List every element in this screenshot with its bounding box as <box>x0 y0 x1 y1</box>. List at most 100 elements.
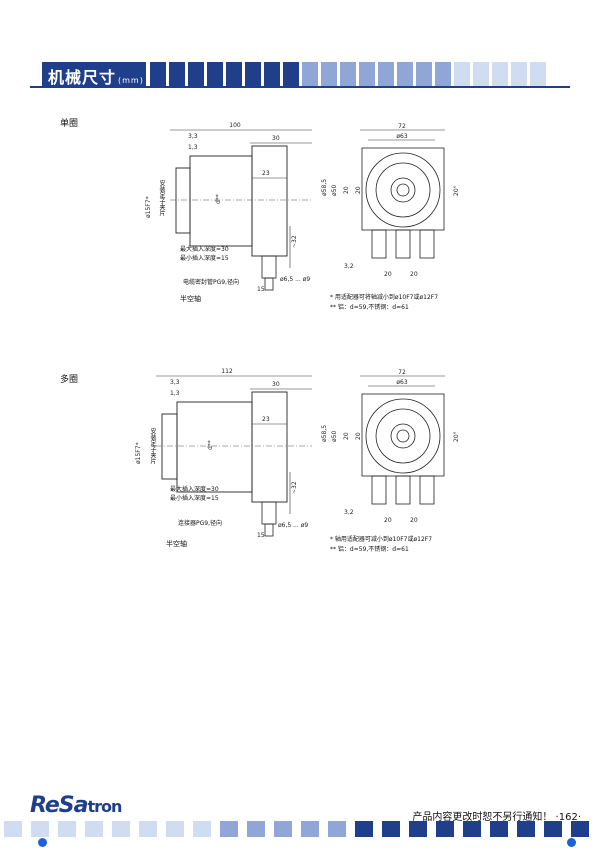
cable-label-multi: 连接器PG9,径向 <box>178 520 222 527</box>
dim-bottom-15-m: 15 <box>257 532 265 539</box>
header-block <box>511 62 527 86</box>
footer-dot-left <box>38 838 47 847</box>
header-block <box>302 62 318 86</box>
front-32-multi: 3,2 <box>344 509 354 516</box>
logo-tail: tron <box>87 797 122 816</box>
front-32-single: 3,2 <box>344 263 354 270</box>
footer-block <box>166 821 184 837</box>
footer-block <box>409 821 427 837</box>
page-number: ·162· <box>555 812 581 823</box>
front-h1-multi: ø58,5 <box>321 425 328 442</box>
header-band <box>42 62 146 86</box>
header-block <box>397 62 413 86</box>
footer-block <box>58 821 76 837</box>
section-label-multi: 多圈 <box>60 375 79 385</box>
brand-logo: ReSatron <box>30 793 122 818</box>
front-width-multi: 72 <box>398 369 406 376</box>
front-20c-multi: 20 <box>384 517 392 524</box>
dim-left-offset-2-m: 1,3 <box>170 390 180 397</box>
footer-block <box>490 821 508 837</box>
header-block <box>340 62 356 86</box>
footer-block <box>301 821 319 837</box>
dim-total-length-m: 112 <box>221 368 233 375</box>
front-dia-single: ø63 <box>396 133 407 140</box>
footer-block <box>193 821 211 837</box>
header-block <box>416 62 432 86</box>
header-block <box>226 62 242 86</box>
header-block <box>245 62 261 86</box>
footer-block <box>247 821 265 837</box>
front-dia-multi: ø63 <box>396 379 407 386</box>
header-block <box>264 62 280 86</box>
dim-shaft-dia: ø15F7* <box>145 196 152 218</box>
header-block <box>492 62 508 86</box>
header-block <box>454 62 470 86</box>
dim-bottom-65-m: ø6,5 ... ø9 <box>278 522 308 529</box>
footer-block <box>139 821 157 837</box>
side-label-multi: 安装定子夹片 <box>149 428 156 464</box>
footer-block <box>274 821 292 837</box>
footer-dot-right <box>567 838 576 847</box>
front-h1-single: ø58,5 <box>321 179 328 196</box>
dim-middle: 23 <box>262 170 270 177</box>
footer-block <box>382 821 400 837</box>
dim-middle-m: 23 <box>262 416 270 423</box>
depth-min-single: 最小插入深度=15 <box>180 255 229 262</box>
multi-side-drawing: 112 3,3 1,3 30 23 ø15F7* d** ~32 15 ø6,5… <box>135 368 312 539</box>
front-h2-single: ø50 <box>331 185 338 196</box>
front-20b-multi: 20 <box>355 432 362 440</box>
footer-block <box>355 821 373 837</box>
dim-shaft-d: d** <box>215 194 222 204</box>
header-block <box>169 62 185 86</box>
hollow-label-multi: 半空轴 <box>166 540 187 548</box>
dim-shaft-dia-m: ø15F7* <box>135 442 142 464</box>
header-block <box>283 62 299 86</box>
footer-notice-line: 产品内容更改时恕不另行通知！ ·162· <box>412 808 581 823</box>
note2-multi: ** 铝：d=59,不锈钢：d=61 <box>330 546 409 553</box>
header-block <box>435 62 451 86</box>
dim-total-length: 100 <box>229 122 241 129</box>
header-block <box>530 62 546 86</box>
header-rule <box>30 86 570 88</box>
multi-front-drawing: 72 ø63 ø58,5 ø50 20 20 20° 3,2 20 20 <box>321 369 460 524</box>
dim-left-offset-1: 3,3 <box>188 133 198 140</box>
depth-max-multi: 最大插入深度=30 <box>170 486 219 493</box>
dim-left-offset-2: 1,3 <box>188 144 198 151</box>
front-20c-single: 20 <box>384 271 392 278</box>
front-20d-multi: 20 <box>410 517 418 524</box>
header-block <box>207 62 223 86</box>
dim-right-width: 30 <box>272 135 280 142</box>
dim-cable-drop-m: ~32 <box>291 481 298 494</box>
side-label-single: 安装定子夹片 <box>158 180 165 216</box>
dim-left-offset-1-m: 3,3 <box>170 379 180 386</box>
front-width-single: 72 <box>398 123 406 130</box>
header-block <box>359 62 375 86</box>
footer-block <box>571 821 589 837</box>
title-text: 机械尺寸 <box>48 68 117 87</box>
header-block <box>321 62 337 86</box>
single-side-drawing: 100 3,3 1,3 30 23 ø15F7* d** ~32 15 ø6,5… <box>145 122 312 293</box>
footer-block <box>463 821 481 837</box>
footer-block <box>31 821 49 837</box>
header-block <box>150 62 166 86</box>
front-20a-single: 20 <box>343 186 350 194</box>
depth-max-single: 最大插入深度=30 <box>180 246 229 253</box>
front-20a-multi: 20 <box>343 432 350 440</box>
footer-block <box>436 821 454 837</box>
footer-block <box>85 821 103 837</box>
footer-block <box>544 821 562 837</box>
single-front-drawing: 72 ø63 ø58,5 ø50 20 20 20° 3,2 20 20 <box>321 123 460 278</box>
note1-multi: * 轴用适配器可减小到ø10F7或ø12F7 <box>330 536 433 543</box>
header-block <box>188 62 204 86</box>
footer-block <box>4 821 22 837</box>
page-title: 机械尺寸(mm) <box>48 64 144 88</box>
dim-bottom-15: 15 <box>257 286 265 293</box>
title-unit: (mm) <box>118 76 144 85</box>
front-h2-multi: ø50 <box>331 431 338 442</box>
depth-min-multi: 最小插入深度=15 <box>170 495 219 502</box>
front-angle-single: 20° <box>453 185 460 196</box>
hollow-label-single: 半空轴 <box>180 295 201 303</box>
front-20b-single: 20 <box>355 186 362 194</box>
footer-notice: 产品内容更改时恕不另行通知！ <box>412 812 553 823</box>
front-20d-single: 20 <box>410 271 418 278</box>
